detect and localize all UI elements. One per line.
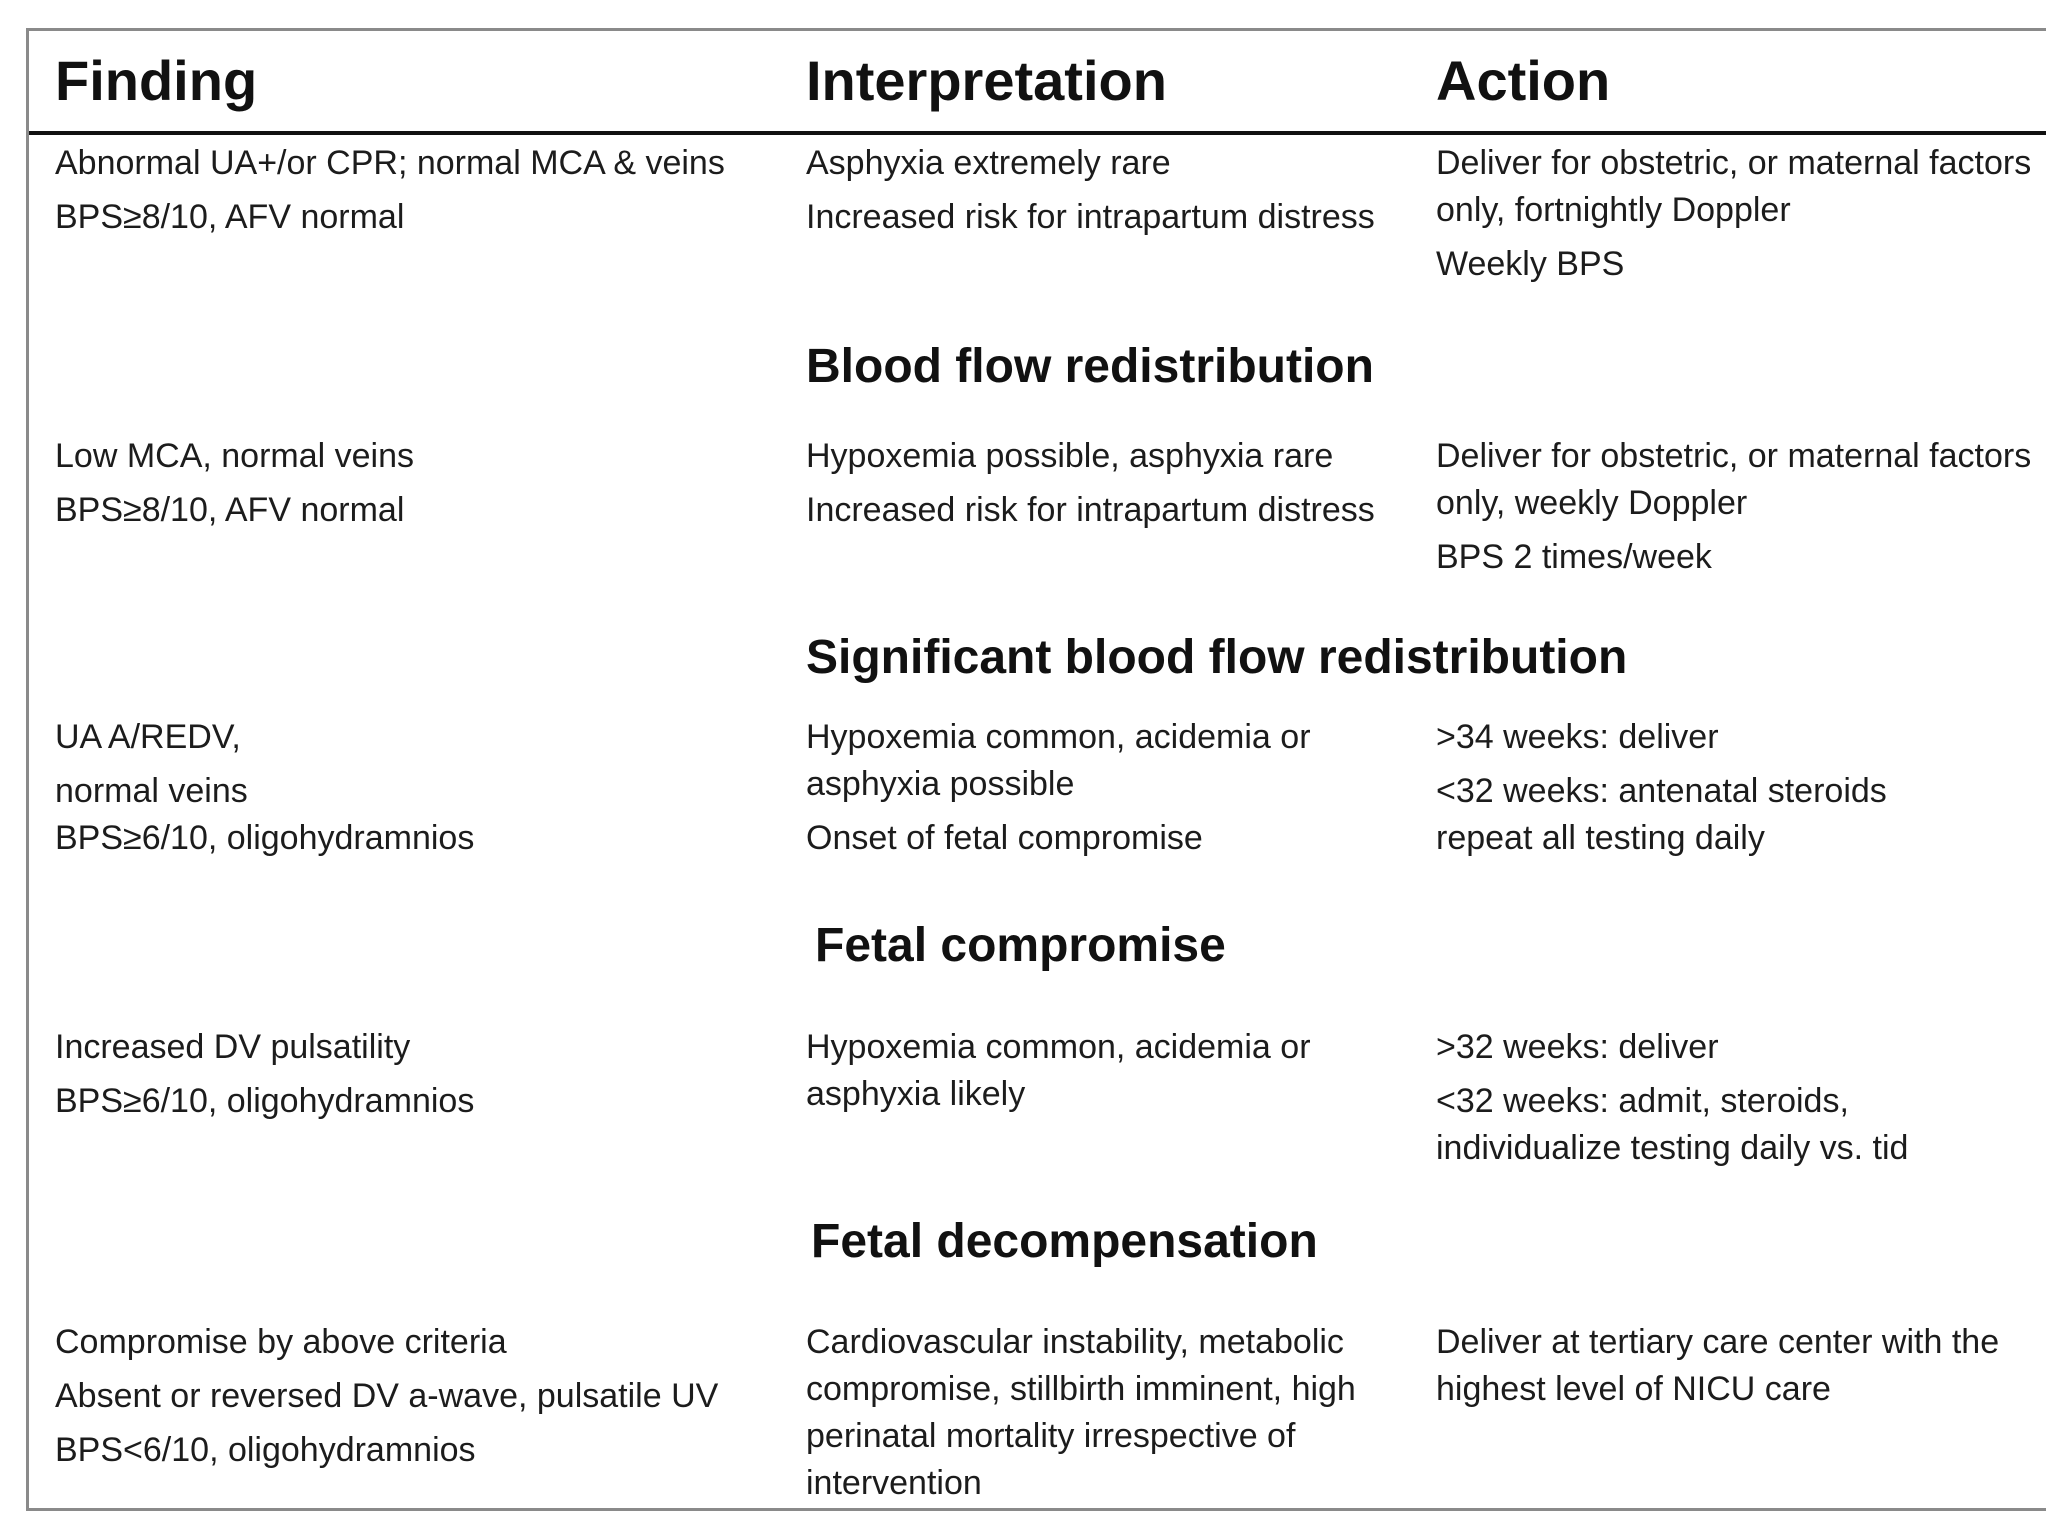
finding-line: BPS≥8/10, AFV normal [55, 491, 405, 529]
interpretation-line: Cardiovascular instability, metabolic [806, 1323, 1344, 1361]
management-table: Finding Interpretation Action Abnormal U… [26, 28, 2046, 1511]
action-line: Deliver for obstetric, or maternal facto… [1436, 144, 2032, 182]
action-line: <32 weeks: antenatal steroids [1436, 772, 1887, 810]
action-cell: Deliver for obstetric, or maternal facto… [1436, 433, 2031, 581]
finding-line: BPS≥8/10, AFV normal [55, 198, 405, 236]
finding-line: BPS<6/10, oligohydramnios [55, 1431, 476, 1469]
finding-cell: UA A/REDV, normal veins BPS≥6/10, oligoh… [55, 714, 474, 862]
stage-heading: Significant blood flow redistribution [806, 631, 1628, 684]
header-finding: Finding [55, 49, 258, 112]
interpretation-line: compromise, stillbirth imminent, high [806, 1370, 1356, 1408]
interpretation-cell: Hypoxemia possible, asphyxia rare Increa… [806, 433, 1375, 534]
finding-line: BPS≥6/10, oligohydramnios [55, 1082, 475, 1120]
finding-line: Increased DV pulsatility [55, 1028, 411, 1066]
interpretation-cell: Hypoxemia common, acidemia or asphyxia p… [806, 714, 1311, 862]
action-line: Deliver at tertiary care center with the [1436, 1323, 2000, 1361]
action-line: >34 weeks: deliver [1436, 718, 1719, 756]
stage-heading: Fetal compromise [815, 919, 1226, 972]
action-line: <32 weeks: admit, steroids, [1436, 1082, 1849, 1120]
finding-line: Compromise by above criteria [55, 1323, 507, 1361]
header-interpretation: Interpretation [806, 49, 1167, 112]
header-action: Action [1436, 49, 1611, 112]
action-cell: Deliver at tertiary care center with the… [1436, 1319, 1999, 1413]
interpretation-line: Onset of fetal compromise [806, 819, 1203, 857]
interpretation-cell: Hypoxemia common, acidemia or asphyxia l… [806, 1024, 1311, 1118]
interpretation-line: intervention [806, 1464, 982, 1502]
finding-cell: Increased DV pulsatility BPS≥6/10, oligo… [55, 1024, 474, 1125]
interpretation-line: Hypoxemia common, acidemia or [806, 718, 1311, 756]
action-line: only, fortnightly Doppler [1436, 191, 1791, 229]
interpretation-line: asphyxia possible [806, 765, 1075, 803]
interpretation-cell: Cardiovascular instability, metabolic co… [806, 1319, 1356, 1507]
finding-line: UA A/REDV, [55, 718, 241, 756]
table-header: Finding Interpretation Action [29, 31, 2046, 135]
finding-cell: Abnormal UA+/or CPR; normal MCA & veins … [55, 140, 725, 241]
interpretation-cell: Asphyxia extremely rare Increased risk f… [806, 140, 1375, 241]
action-line: Weekly BPS [1436, 245, 1625, 283]
interpretation-line: Asphyxia extremely rare [806, 144, 1171, 182]
interpretation-line: Hypoxemia common, acidemia or [806, 1028, 1311, 1066]
interpretation-line: Increased risk for intrapartum distress [806, 198, 1375, 236]
finding-line: BPS≥6/10, oligohydramnios [55, 819, 475, 857]
finding-line: Absent or reversed DV a-wave, pulsatile … [55, 1377, 719, 1415]
action-cell: >34 weeks: deliver <32 weeks: antenatal … [1436, 714, 1887, 862]
action-line: repeat all testing daily [1436, 819, 1765, 857]
finding-cell: Low MCA, normal veins BPS≥8/10, AFV norm… [55, 433, 414, 534]
action-line: only, weekly Doppler [1436, 484, 1748, 522]
interpretation-line: Hypoxemia possible, asphyxia rare [806, 437, 1334, 475]
finding-cell: Compromise by above criteria Absent or r… [55, 1319, 718, 1474]
finding-line: Low MCA, normal veins [55, 437, 415, 475]
action-line: BPS 2 times/week [1436, 538, 1712, 576]
interpretation-line: asphyxia likely [806, 1075, 1026, 1113]
interpretation-line: perinatal mortality irrespective of [806, 1417, 1296, 1455]
finding-line: Abnormal UA+/or CPR; normal MCA & veins [55, 144, 725, 182]
stage-heading: Blood flow redistribution [806, 340, 1374, 393]
action-line: highest level of NICU care [1436, 1370, 1831, 1408]
interpretation-line: Increased risk for intrapartum distress [806, 491, 1375, 529]
action-line: >32 weeks: deliver [1436, 1028, 1719, 1066]
finding-line: normal veins [55, 772, 248, 810]
action-cell: >32 weeks: deliver <32 weeks: admit, ste… [1436, 1024, 1908, 1172]
stage-heading: Fetal decompensation [811, 1215, 1318, 1268]
action-cell: Deliver for obstetric, or maternal facto… [1436, 140, 2031, 288]
action-line: individualize testing daily vs. tid [1436, 1129, 1909, 1167]
action-line: Deliver for obstetric, or maternal facto… [1436, 437, 2032, 475]
